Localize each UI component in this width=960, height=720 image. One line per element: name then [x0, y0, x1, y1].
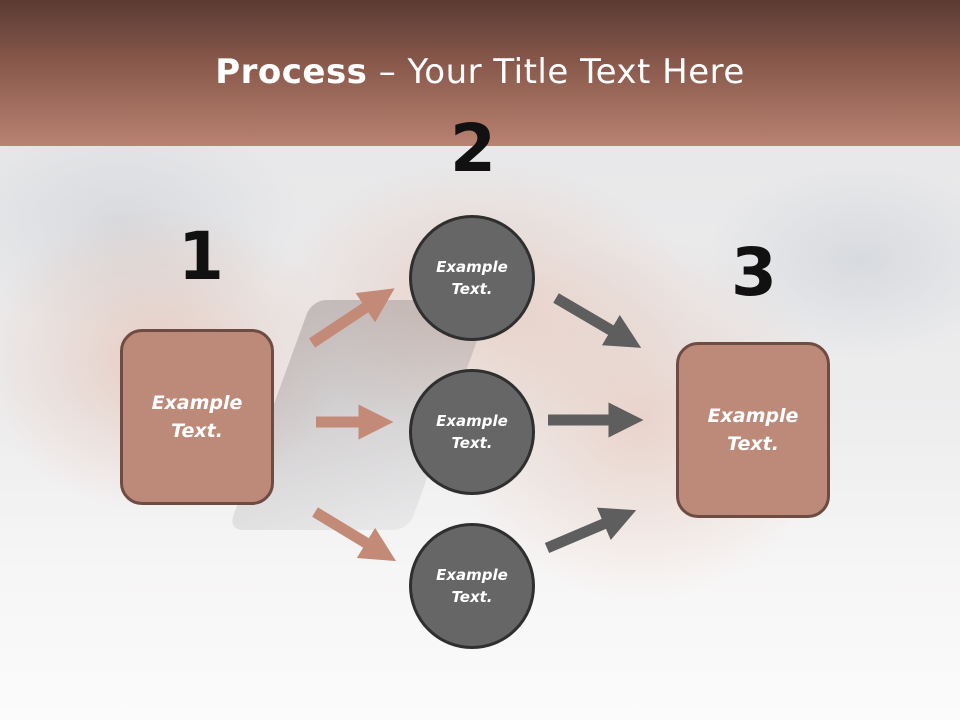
title-rest: – Your Title Text Here [367, 52, 745, 92]
circle-1: Example Text. [409, 215, 535, 341]
circle-3: Example Text. [409, 523, 535, 649]
arrow-circle-3-to-3 [544, 507, 637, 554]
step-3-box: Example Text. [676, 342, 830, 518]
arrow-1-to-circle-3 [312, 507, 397, 562]
circle-2: Example Text. [409, 369, 535, 495]
title-bold: Process [215, 52, 368, 92]
circle-2-text: Example Text. [436, 411, 508, 453]
circle-1-text: Example Text. [436, 257, 508, 299]
step-1-text: Example Text. [151, 391, 243, 443]
step-number-2: 2 [450, 110, 496, 187]
circle-3-text: Example Text. [436, 565, 508, 607]
slide-title: Process – Your Title Text Here [0, 52, 960, 92]
title-banner: Process – Your Title Text Here [0, 0, 960, 146]
arrow-1-to-circle-1 [308, 288, 395, 348]
step-number-1: 1 [178, 218, 224, 295]
step-3-text: Example Text. [707, 404, 799, 456]
arrow-circle-1-to-3 [553, 293, 642, 348]
step-number-3: 3 [731, 234, 777, 311]
step-1-box: Example Text. [120, 329, 274, 505]
